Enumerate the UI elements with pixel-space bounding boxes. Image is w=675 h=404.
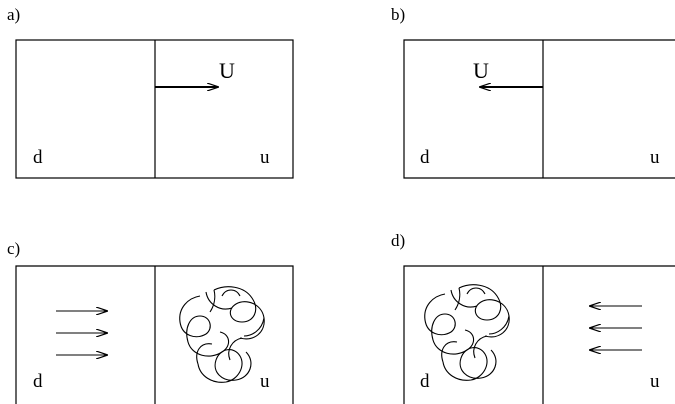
panel-b-box: [403, 39, 675, 179]
panel-d-label: d): [391, 231, 405, 250]
panel-d-left-label: d: [420, 371, 430, 392]
panel-a: a) U d u: [7, 5, 294, 179]
panel-a-velocity-label: U: [219, 58, 235, 83]
panel-d-turbulent-tangle: [424, 284, 510, 381]
panel-b-left-label: d: [420, 147, 430, 168]
panel-b-velocity-label: U: [473, 58, 489, 83]
panel-a-left-label: d: [33, 147, 43, 168]
panel-d: d) d u: [391, 231, 675, 404]
panel-c: c) d u: [7, 239, 294, 404]
panel-c-left-label: d: [33, 371, 43, 392]
panel-a-label: a): [7, 5, 20, 24]
panel-d-right-label: u: [650, 371, 660, 392]
panel-c-right-label: u: [260, 371, 270, 392]
panel-b-right-label: u: [650, 147, 660, 168]
panel-d-box: [403, 265, 675, 404]
panel-c-turbulent-tangle: [179, 286, 265, 383]
panel-b-label: b): [391, 5, 405, 24]
panel-c-label: c): [7, 239, 20, 258]
panel-a-right-label: u: [260, 147, 270, 168]
panel-b: b) U d u: [391, 5, 675, 179]
